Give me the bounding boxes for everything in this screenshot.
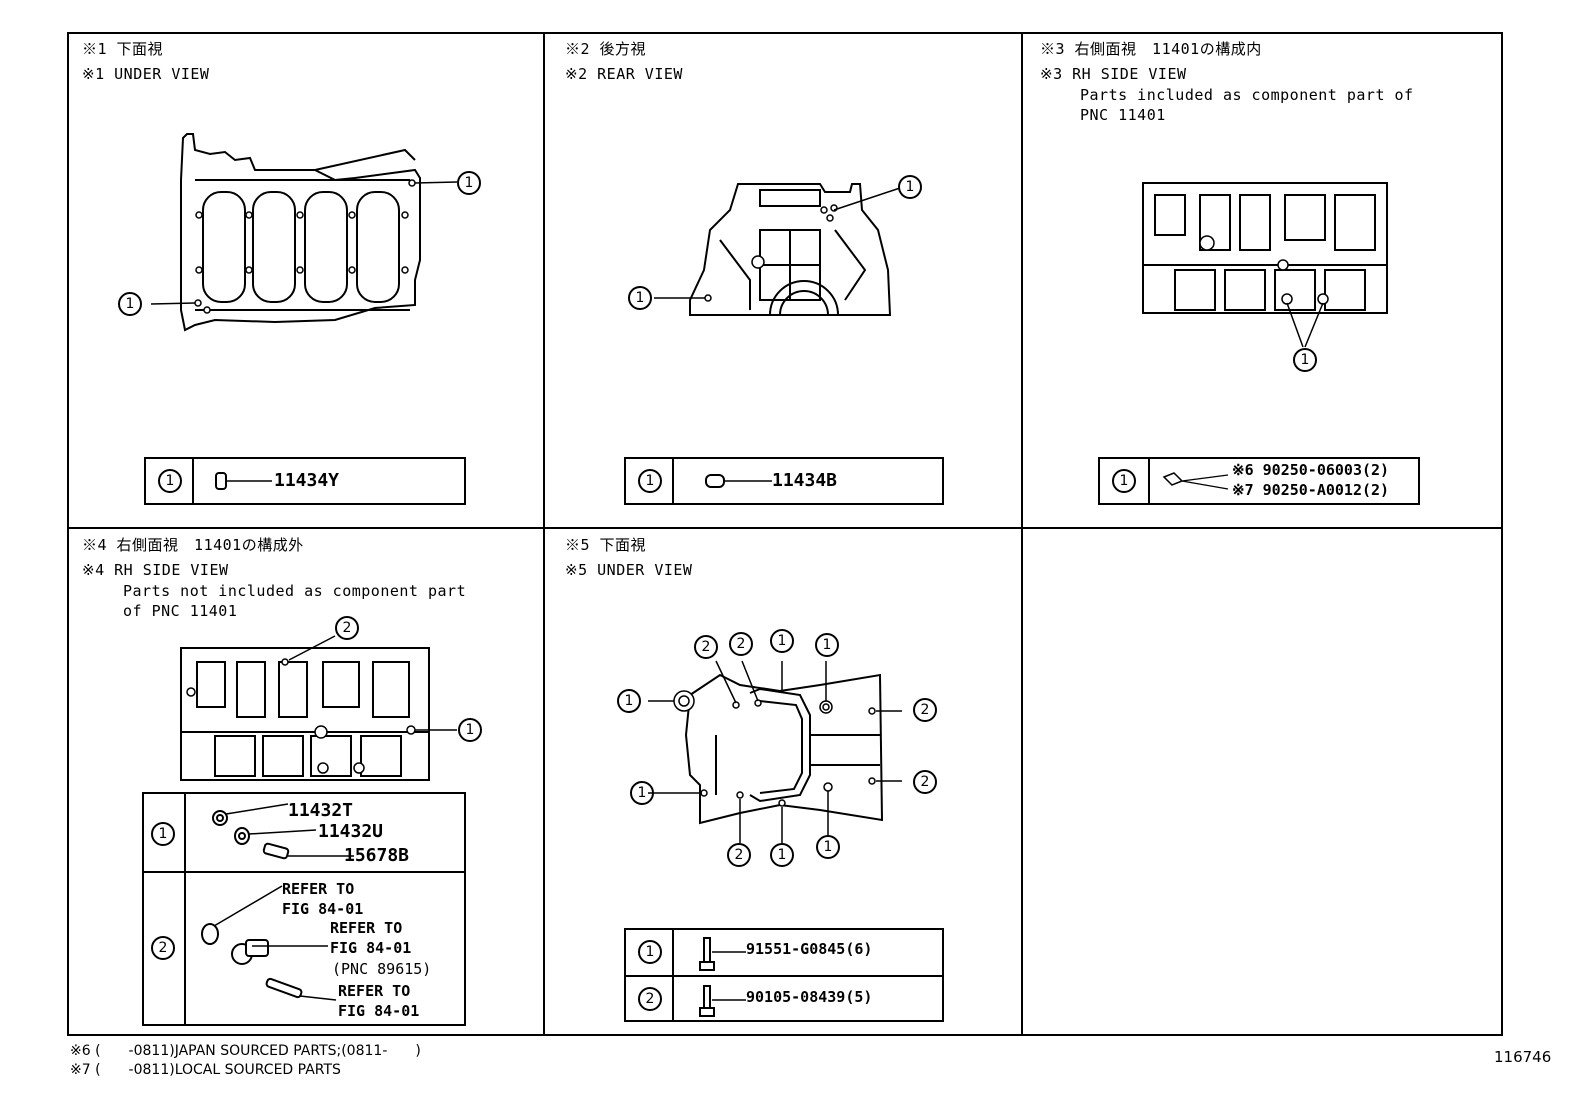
callout-1: 1 bbox=[898, 175, 922, 199]
panel-title-en: ※3 RH SIDE VIEW bbox=[1040, 65, 1187, 83]
row-ref-1: 1 bbox=[638, 469, 662, 493]
engine-block-under-view-drawing bbox=[115, 130, 495, 340]
callout-1: 1 bbox=[1293, 348, 1317, 372]
panel-title-en: ※4 RH SIDE VIEW bbox=[82, 561, 229, 579]
panel-title-en: ※5 UNDER VIEW bbox=[565, 561, 693, 579]
panel-description: PNC 11401 bbox=[1080, 106, 1166, 124]
callout-1: 1 bbox=[630, 781, 654, 805]
oil-pan-under-view-drawing bbox=[660, 655, 900, 835]
refer-to-text: REFER TO bbox=[338, 982, 411, 1000]
panel-title-jp: ※4 右側面視 11401の構成外 bbox=[82, 536, 304, 554]
panel-title-jp: ※2 後方視 bbox=[565, 40, 647, 58]
callout-1: 1 bbox=[816, 835, 840, 859]
grid-divider bbox=[1021, 32, 1023, 1036]
refer-to-text: FIG 84-01 bbox=[330, 939, 412, 957]
panel-description: of PNC 11401 bbox=[123, 602, 238, 620]
part-number: 11434Y bbox=[274, 470, 340, 491]
callout-2: 2 bbox=[913, 698, 937, 722]
footnote: ※6 ( -0811)JAPAN SOURCED PARTS;(0811- ) bbox=[70, 1043, 421, 1059]
callout-1: 1 bbox=[770, 629, 794, 653]
footnote: ※7 ( -0811)LOCAL SOURCED PARTS bbox=[70, 1062, 341, 1078]
callout-1: 1 bbox=[458, 718, 482, 742]
bolt-washer-icons bbox=[204, 800, 314, 866]
refer-to-text: FIG 84-01 bbox=[282, 900, 364, 918]
callout-1: 1 bbox=[617, 689, 641, 713]
part-number: 90105-08439(5) bbox=[746, 988, 873, 1006]
part-number: 11432U bbox=[318, 821, 384, 842]
part-number: 91551-G0845(6) bbox=[746, 940, 873, 958]
engine-block-rh-side-drawing bbox=[175, 640, 495, 785]
callout-2: 2 bbox=[727, 843, 751, 867]
callout-2: 2 bbox=[694, 635, 718, 659]
refer-to-text: FIG 84-01 bbox=[338, 1002, 420, 1020]
part-number: ※7 90250-A0012(2) bbox=[1232, 481, 1390, 499]
row-ref-1: 1 bbox=[638, 940, 662, 964]
panel-description: Parts included as component part of bbox=[1080, 86, 1414, 104]
panel-title-jp: ※1 下面視 bbox=[82, 40, 164, 58]
part-number: 15678B bbox=[344, 845, 410, 866]
panel-title-en: ※1 UNDER VIEW bbox=[82, 65, 210, 83]
row-ref-1: 1 bbox=[151, 822, 175, 846]
parts-table: 1 2 11432T 11432U 15678B bbox=[142, 792, 466, 1026]
panel-description: Parts not included as component part bbox=[123, 582, 467, 600]
panel-title-jp: ※5 下面視 bbox=[565, 536, 647, 554]
grid-divider bbox=[543, 32, 545, 1036]
callout-2: 2 bbox=[913, 770, 937, 794]
row-ref-2: 2 bbox=[638, 987, 662, 1011]
callout-1: 1 bbox=[815, 633, 839, 657]
panel-title-en: ※2 REAR VIEW bbox=[565, 65, 683, 83]
plug-icon bbox=[1160, 469, 1230, 495]
plug-icon bbox=[214, 471, 274, 493]
callout-1: 1 bbox=[118, 292, 142, 316]
callout-2: 2 bbox=[335, 616, 359, 640]
row-ref-1: 1 bbox=[1112, 469, 1136, 493]
engine-block-rh-side-drawing bbox=[1135, 175, 1395, 375]
diagram-grid bbox=[67, 32, 1503, 1036]
part-number: 11432T bbox=[288, 800, 354, 821]
plug-icon bbox=[704, 471, 774, 493]
figure-number: 116746 bbox=[1494, 1048, 1552, 1066]
callout-1: 1 bbox=[770, 843, 794, 867]
sensor-icons bbox=[196, 874, 406, 1024]
part-number: ※6 90250-06003(2) bbox=[1232, 461, 1390, 479]
row-ref-2: 2 bbox=[151, 936, 175, 960]
callout-1: 1 bbox=[457, 171, 481, 195]
callout-1: 1 bbox=[628, 286, 652, 310]
parts-table: 1 11434Y bbox=[144, 457, 466, 505]
panel-title-jp: ※3 右側面視 11401の構成内 bbox=[1040, 40, 1262, 58]
parts-table: 1 ※6 90250-06003(2) ※7 90250-A0012(2) bbox=[1098, 457, 1420, 505]
part-number: 11434B bbox=[772, 470, 838, 491]
parts-table: 1 11434B bbox=[624, 457, 944, 505]
grid-divider bbox=[67, 527, 1503, 529]
parts-table: 1 2 91551-G0845(6) 90105-08439(5) bbox=[624, 928, 944, 1022]
engine-block-rear-view-drawing bbox=[620, 170, 930, 320]
refer-to-text: REFER TO bbox=[330, 919, 403, 937]
pnc-text: (PNC 89615) bbox=[332, 960, 432, 978]
refer-to-text: REFER TO bbox=[282, 880, 355, 898]
bolt-icon bbox=[698, 934, 748, 1020]
row-ref-1: 1 bbox=[158, 469, 182, 493]
callout-2: 2 bbox=[729, 632, 753, 656]
